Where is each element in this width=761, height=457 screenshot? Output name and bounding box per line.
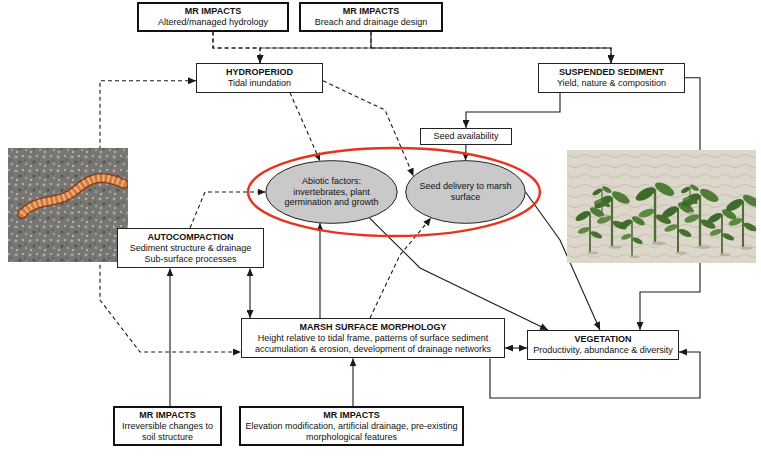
connector-arrow xyxy=(190,192,266,228)
connector-arrow xyxy=(260,32,371,63)
box-text: Tidal inundation xyxy=(201,78,318,89)
process-box: VEGETATIONProductivity, abundance & dive… xyxy=(527,330,679,360)
highlight-ellipse xyxy=(248,148,540,236)
connector-arrow xyxy=(371,32,611,63)
connector-arrow xyxy=(249,268,250,318)
box-text: Productivity, abundance & diversity xyxy=(532,345,674,356)
factor-ellipse: Abiotic factors: invertebrates, plant ge… xyxy=(265,160,398,224)
plant-photo xyxy=(567,150,756,263)
connector-arrow xyxy=(369,218,548,330)
box-text: Elevation modification, artificial drain… xyxy=(245,421,458,443)
connector-arrow xyxy=(213,32,611,63)
connector-arrow xyxy=(352,358,353,406)
connector-arrow xyxy=(370,218,431,318)
connector-arrow xyxy=(290,93,320,161)
box-heading: MR IMPACTS xyxy=(143,6,283,17)
impact-box: MR IMPACTSIrreversible changes to soil s… xyxy=(113,406,222,446)
connector-arrow xyxy=(466,93,560,128)
box-text: Abiotic factors: invertebrates, plant ge… xyxy=(265,176,398,208)
box-text: Seed availability xyxy=(424,131,508,142)
connector-arrow xyxy=(213,32,260,63)
box-text: Seed delivery to marsh surface xyxy=(405,181,526,203)
box-heading: MARSH SURFACE MORPHOLOGY xyxy=(246,322,500,333)
box-text: Breach and drainage design xyxy=(305,17,437,28)
box-heading: MR IMPACTS xyxy=(305,6,437,17)
box-heading: SUSPENDED SEDIMENT xyxy=(543,67,680,78)
box-text: Altered/managed hydrology xyxy=(143,17,283,28)
process-box: MARSH SURFACE MORPHOLOGYHeight relative … xyxy=(241,318,505,358)
worm-photo xyxy=(8,148,128,262)
box-heading: MR IMPACTS xyxy=(119,410,216,421)
box-heading: VEGETATION xyxy=(532,334,674,345)
box-heading: HYDROPERIOD xyxy=(201,67,318,78)
box-text: Sediment structure & drainage Sub-surfac… xyxy=(122,243,259,265)
impact-box: MR IMPACTSBreach and drainage design xyxy=(299,2,443,32)
box-text: Irreversible changes to soil structure xyxy=(119,421,216,443)
impact-box: MR IMPACTSAltered/managed hydrology xyxy=(137,2,289,32)
factor-ellipse: Seed delivery to marsh surface xyxy=(405,160,526,224)
process-box: SUSPENDED SEDIMENTYield, nature & compos… xyxy=(538,63,685,93)
box-heading: AUTOCOMPACTION xyxy=(122,232,259,243)
box-text: Yield, nature & composition xyxy=(543,78,680,89)
process-box: AUTOCOMPACTIONSediment structure & drain… xyxy=(117,228,264,268)
label-box: Seed availability xyxy=(420,128,512,145)
box-text: Height relative to tidal frame, patterns… xyxy=(246,333,500,355)
connector-arrow xyxy=(505,347,527,348)
connector-arrow xyxy=(319,223,320,318)
process-box: HYDROPERIODTidal inundation xyxy=(196,63,323,93)
impact-box: MR IMPACTSElevation modification, artifi… xyxy=(239,406,464,446)
connector-arrow xyxy=(169,268,170,406)
box-heading: MR IMPACTS xyxy=(245,410,458,421)
